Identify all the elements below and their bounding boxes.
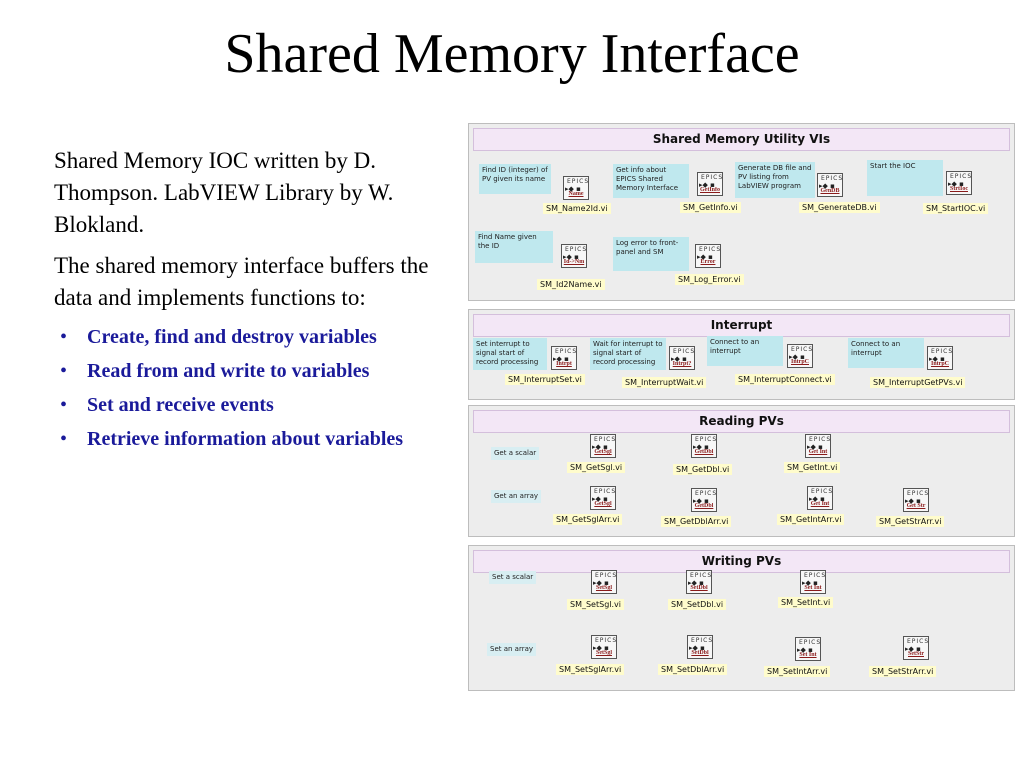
sm-getstrarr-vi-label[interactable]: SM_GetStrArr.vi: [876, 516, 945, 527]
sm-getsglarr-vi-icon[interactable]: EPICS▸◆ ▪GetSgl: [590, 486, 616, 510]
sm-getintarr-vi-icon[interactable]: EPICS▸◆ ▪Get Int: [807, 486, 833, 510]
utility-vis-panel: Shared Memory Utility VIs Find ID (integ…: [468, 123, 1015, 301]
sm-setsglarr-vi-label[interactable]: SM_SetSglArr.vi: [556, 664, 625, 675]
sm-getinfo-vi-icon[interactable]: EPICS▸◆ ▪GetInfo: [697, 172, 723, 196]
sm-log-error-vi-icon[interactable]: EPICS▸◆ ▪Error: [695, 244, 721, 268]
bullet-dot-icon: •: [60, 428, 68, 450]
id2name-description: Find Name given the ID: [475, 231, 553, 263]
sm-generatedb-vi-label[interactable]: SM_GenerateDB.vi: [799, 202, 880, 213]
sm-id2name-vi-label[interactable]: SM_Id2Name.vi: [537, 279, 605, 290]
sm-setsglarr-vi-icon[interactable]: EPICS▸◆ ▪SetSgl: [591, 635, 617, 659]
bullet-item: • Read from and write to variables: [54, 357, 449, 385]
interrupt-panel-title: Interrupt: [473, 314, 1010, 337]
sm-startioc-vi-label[interactable]: SM_StartIOC.vi: [923, 203, 989, 214]
sm-interruptwait-vi-label[interactable]: SM_InterruptWait.vi: [622, 377, 707, 388]
sm-name2id-vi-label[interactable]: SM_Name2Id.vi: [543, 203, 611, 214]
sm-interruptgetpvs-vi-icon[interactable]: EPICS▸◆ ▪IntrpC: [927, 346, 953, 370]
get-array-label: Get an array: [491, 490, 542, 503]
sm-interruptwait-vi-icon[interactable]: EPICS▸◆ ▪Intrpt?: [669, 346, 695, 370]
functions-bullet-list: • Create, find and destroy variables • Rea…: [54, 323, 449, 453]
startioc-description: Start the IOC: [867, 160, 943, 196]
description-text-block: Shared Memory IOC written by D. Thompson…: [54, 145, 449, 459]
sm-name2id-vi-icon[interactable]: EPICS▸◆ ▪Name: [563, 176, 589, 200]
sm-getsglarr-vi-label[interactable]: SM_GetSglArr.vi: [553, 514, 623, 525]
getinfo-description: Get info about EPICS Shared Memory Inter…: [613, 164, 689, 198]
sm-setdbl-vi-label[interactable]: SM_SetDbl.vi: [668, 599, 727, 610]
log-error-description: Log error to front-panel and SM: [613, 237, 689, 271]
utility-vis-panel-title: Shared Memory Utility VIs: [473, 128, 1010, 151]
bullet-item: • Create, find and destroy variables: [54, 323, 449, 351]
sm-id2name-vi-icon[interactable]: EPICS▸◆ ▪Id->Nm: [561, 244, 587, 268]
bullet-text: Retrieve information about variables: [87, 428, 404, 450]
sm-getint-vi-icon[interactable]: EPICS▸◆ ▪Get Int: [805, 434, 831, 458]
bullet-text: Create, find and destroy variables: [87, 326, 377, 348]
interruptconnect-description: Connect to an interrupt: [707, 336, 783, 366]
interruptgetpvs-description: Connect to an interrupt: [848, 338, 924, 368]
sm-setdbl-vi-icon[interactable]: EPICS▸◆ ▪SetDbl: [686, 570, 712, 594]
interruptwait-description: Wait for interrupt to signal start of re…: [590, 338, 666, 370]
interruptset-description: Set interrupt to signal start of record …: [473, 338, 547, 370]
sm-interruptgetpvs-vi-label[interactable]: SM_InterruptGetPVs.vi: [870, 377, 966, 388]
bullet-item: • Retrieve information about variables: [54, 425, 449, 453]
sm-getsgl-vi-label[interactable]: SM_GetSgl.vi: [567, 462, 626, 473]
sm-getdblarr-vi-icon[interactable]: EPICS▸◆ ▪GetDbl: [691, 488, 717, 512]
bullet-dot-icon: •: [60, 360, 68, 382]
sm-generatedb-vi-icon[interactable]: EPICS▸◆ ▪GenDB: [817, 173, 843, 197]
sm-getstrarr-vi-icon[interactable]: EPICS▸◆ ▪Get Str: [903, 488, 929, 512]
writing-pvs-panel-title: Writing PVs: [473, 550, 1010, 573]
sm-interruptset-vi-icon[interactable]: EPICS▸◆ ▪Intrpt: [551, 346, 577, 370]
writing-pvs-panel: Writing PVs Set a scalar Set an array EP…: [468, 545, 1015, 691]
generatedb-description: Generate DB file and PV listing from Lab…: [735, 162, 815, 198]
sm-getdbl-vi-label[interactable]: SM_GetDbl.vi: [673, 464, 733, 475]
sm-getinfo-vi-label[interactable]: SM_GetInfo.vi: [680, 202, 741, 213]
sm-setintarr-vi-label[interactable]: SM_SetIntArr.vi: [764, 666, 831, 677]
sm-startioc-vi-icon[interactable]: EPICS▸◆ ▪StrtIoc: [946, 171, 972, 195]
sm-getdblarr-vi-label[interactable]: SM_GetDblArr.vi: [661, 516, 732, 527]
sm-setsgl-vi-icon[interactable]: EPICS▸◆ ▪SetSgl: [591, 570, 617, 594]
sm-setint-vi-label[interactable]: SM_SetInt.vi: [778, 597, 834, 608]
set-scalar-label: Set a scalar: [489, 571, 537, 584]
sm-setsgl-vi-label[interactable]: SM_SetSgl.vi: [567, 599, 624, 610]
reading-pvs-panel: Reading PVs Get a scalar Get an array EP…: [468, 405, 1015, 537]
sm-getsgl-vi-icon[interactable]: EPICS▸◆ ▪GetSgl: [590, 434, 616, 458]
bullet-item: • Set and receive events: [54, 391, 449, 419]
sm-setdblarr-vi-label[interactable]: SM_SetDblArr.vi: [658, 664, 728, 675]
sm-getint-vi-label[interactable]: SM_GetInt.vi: [784, 462, 841, 473]
set-array-label: Set an array: [487, 643, 537, 656]
interrupt-panel: Interrupt Set interrupt to signal start …: [468, 309, 1015, 400]
reading-pvs-panel-title: Reading PVs: [473, 410, 1010, 433]
sm-setstrarr-vi-icon[interactable]: EPICS▸◆ ▪SetStr: [903, 636, 929, 660]
sm-getintarr-vi-label[interactable]: SM_GetIntArr.vi: [777, 514, 845, 525]
sm-interruptconnect-vi-icon[interactable]: EPICS▸◆ ▪IntrpC: [787, 344, 813, 368]
slide-title: Shared Memory Interface: [224, 23, 800, 85]
sm-getdbl-vi-icon[interactable]: EPICS▸◆ ▪GetDbl: [691, 434, 717, 458]
bullet-dot-icon: •: [60, 326, 68, 348]
sm-setint-vi-icon[interactable]: EPICS▸◆ ▪Set Int: [800, 570, 826, 594]
bullet-text: Read from and write to variables: [87, 360, 370, 382]
sm-setintarr-vi-icon[interactable]: EPICS▸◆ ▪Set Int: [795, 637, 821, 661]
bullet-dot-icon: •: [60, 394, 68, 416]
sm-interruptset-vi-label[interactable]: SM_InterruptSet.vi: [505, 374, 585, 385]
sm-setstrarr-vi-label[interactable]: SM_SetStrArr.vi: [869, 666, 937, 677]
get-scalar-label: Get a scalar: [491, 447, 540, 460]
sm-setdblarr-vi-icon[interactable]: EPICS▸◆ ▪SetDbl: [687, 635, 713, 659]
sm-log-error-vi-label[interactable]: SM_Log_Error.vi: [675, 274, 744, 285]
intro-paragraph: Shared Memory IOC written by D. Thompson…: [54, 148, 394, 237]
bullet-text: Set and receive events: [87, 394, 274, 416]
functions-paragraph: The shared memory interface buffers the …: [54, 253, 429, 310]
name2id-description: Find ID (integer) of PV given its name: [479, 164, 551, 194]
sm-interruptconnect-vi-label[interactable]: SM_InterruptConnect.vi: [735, 374, 835, 385]
